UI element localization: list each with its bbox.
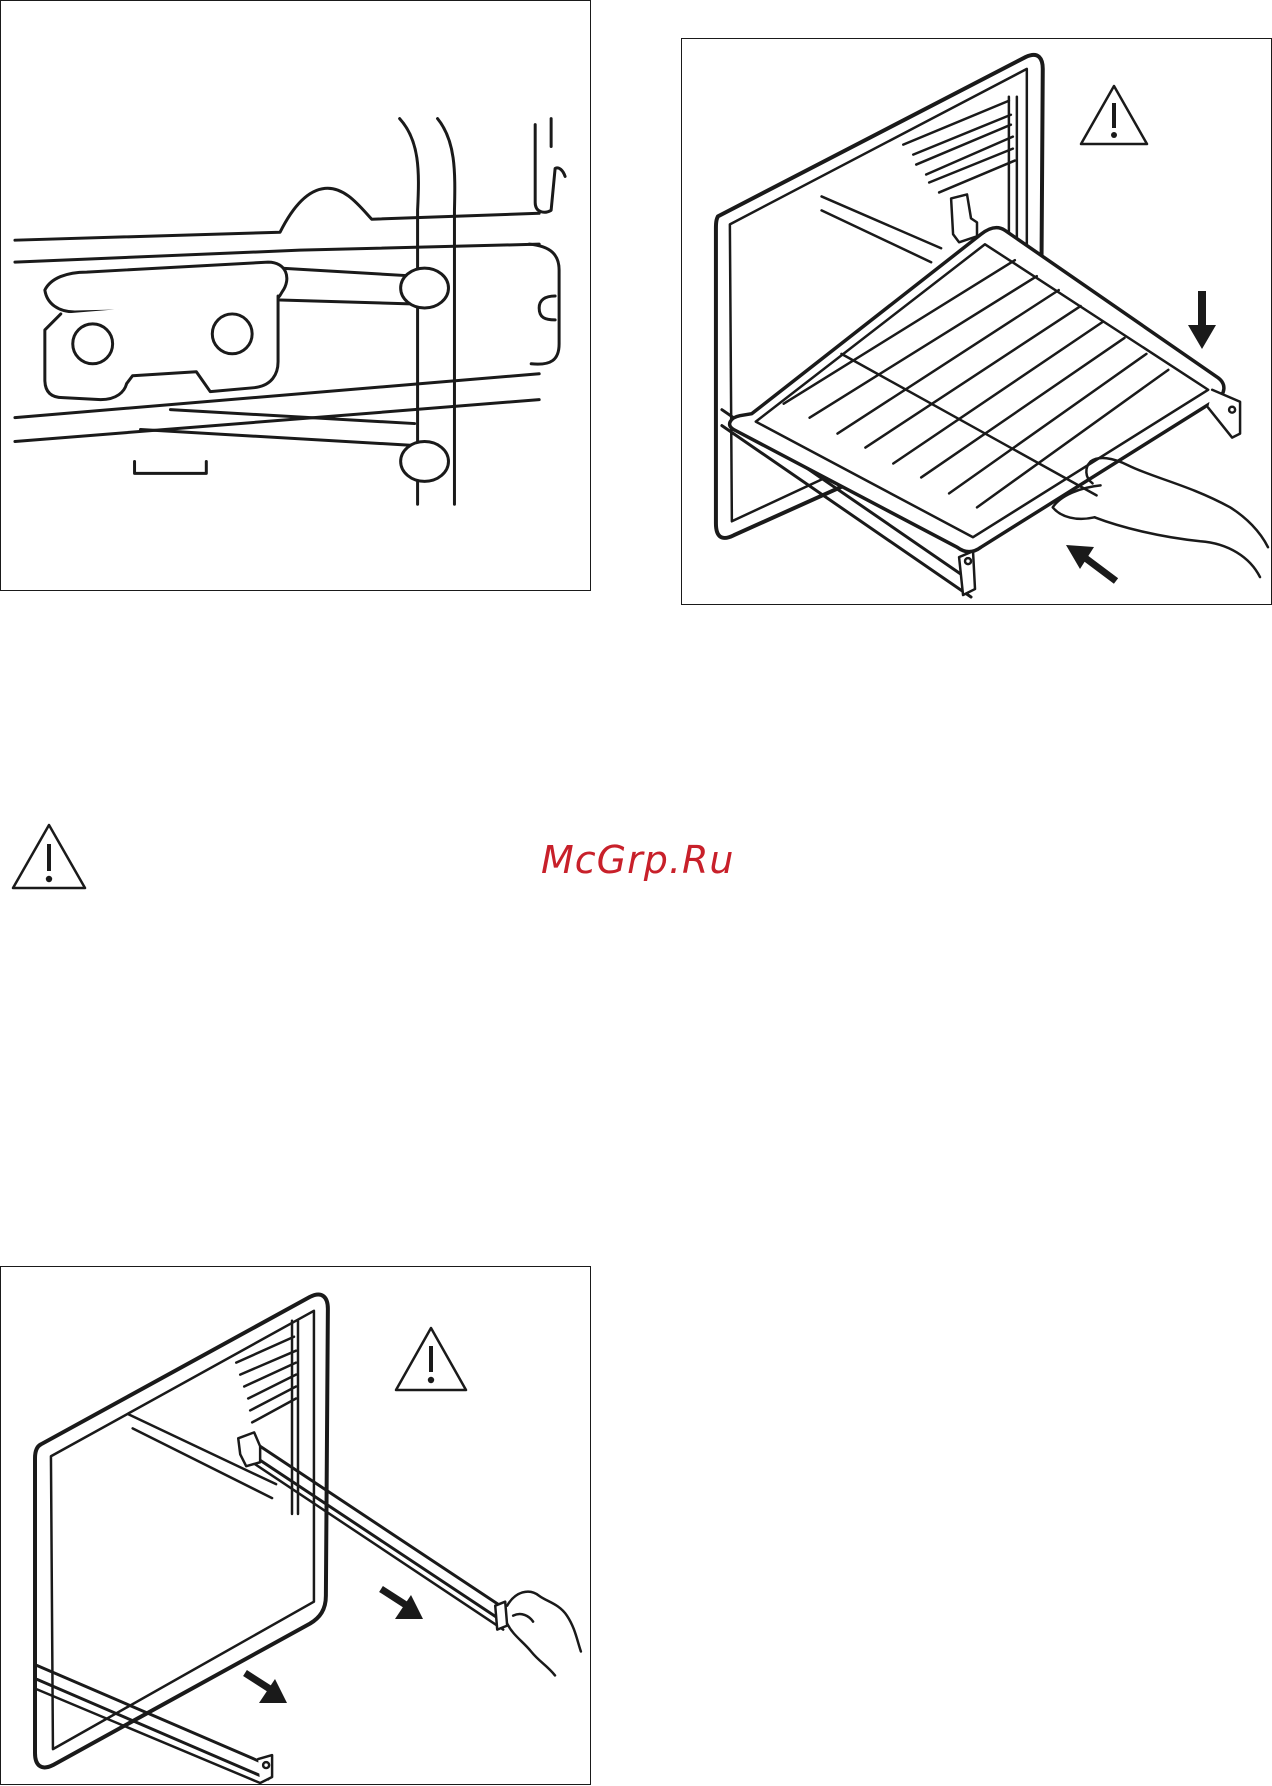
warning-triangle-icon [10, 822, 88, 892]
telescopic-runner-illustration [1, 1267, 590, 1784]
wire-shelf-illustration [682, 39, 1271, 604]
arrow-pull-out-icon [379, 1585, 425, 1623]
warning-triangle-icon [393, 1325, 469, 1393]
figure-rail-hook-detail [0, 0, 591, 591]
arrow-down-icon [1188, 291, 1216, 349]
figure-wire-shelf-insertion [681, 38, 1272, 605]
warning-triangle-icon [1078, 83, 1150, 147]
rail-hook-illustration [1, 1, 590, 590]
figure-telescopic-runner [0, 1266, 591, 1785]
arrow-pull-out-icon [243, 1669, 289, 1707]
arrow-push-in-icon [1066, 543, 1118, 587]
watermark-text: McGrp.Ru [541, 838, 734, 882]
